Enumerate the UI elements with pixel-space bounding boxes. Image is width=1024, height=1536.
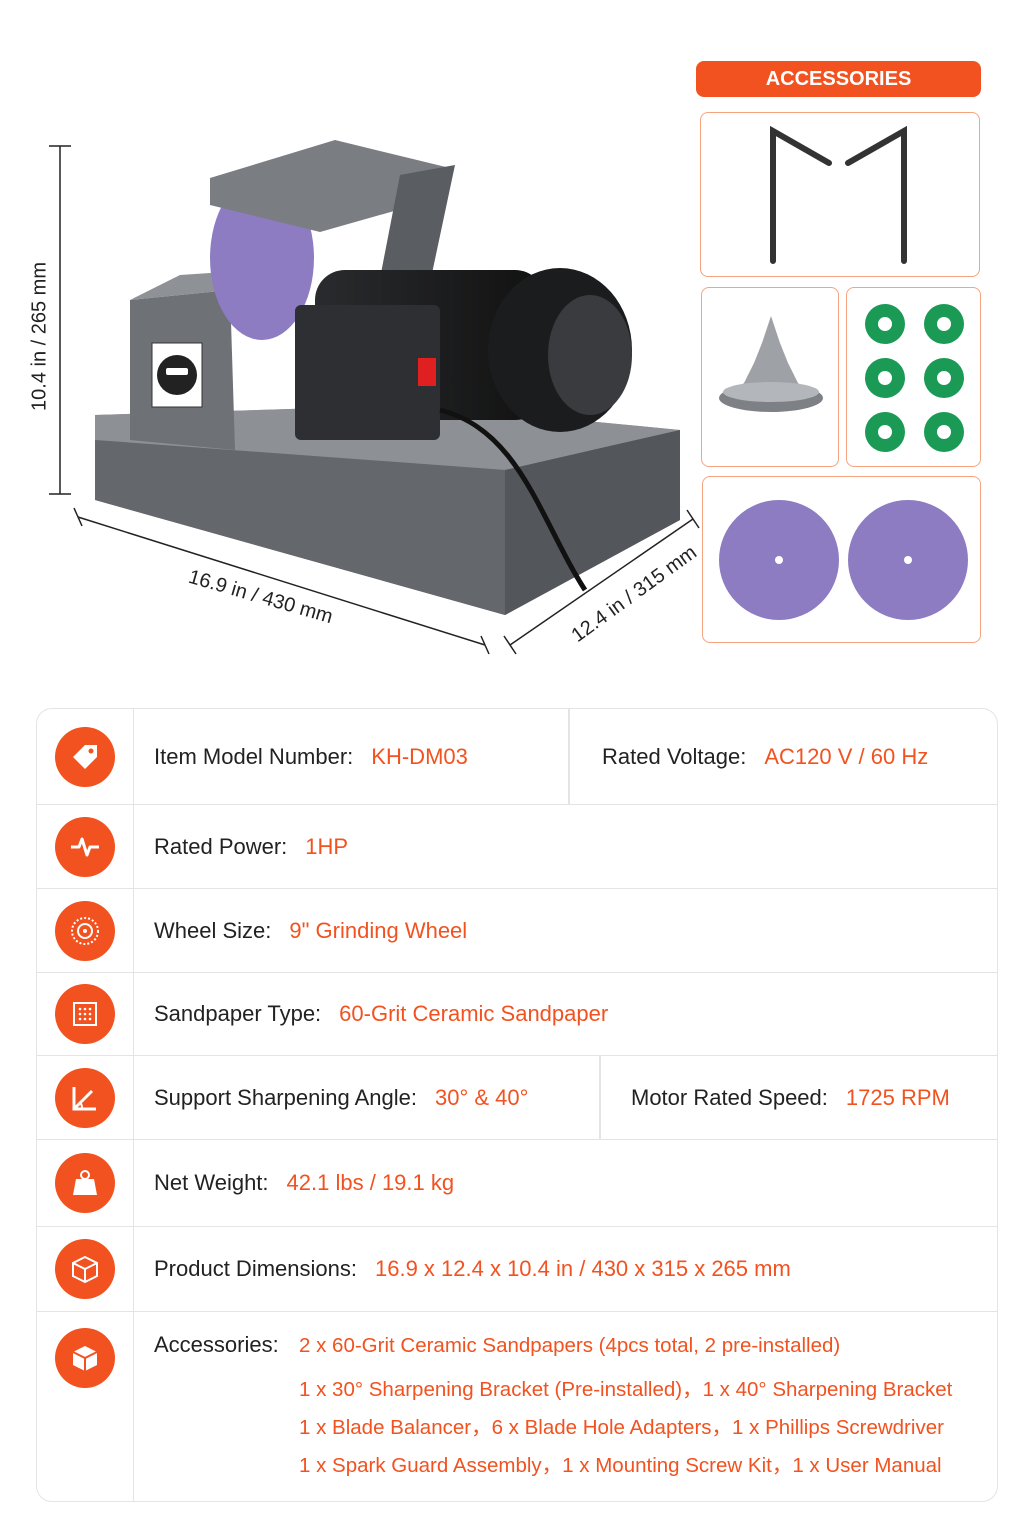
angle-icon xyxy=(55,1067,115,1128)
accessory-line: 1 x Blade Balancer，6 x Blade Hole Adapte… xyxy=(299,1416,944,1439)
sandpaper-label: Sandpaper Type: xyxy=(154,1001,322,1026)
spec-row-angle: Support Sharpening Angle: 30° & 40° Moto… xyxy=(37,1056,997,1140)
model-value: KH-DM03 xyxy=(371,743,468,769)
sandpaper-value: 60-Grit Ceramic Sandpaper xyxy=(339,1001,609,1026)
washer-icon xyxy=(865,304,964,452)
box-icon xyxy=(55,1239,115,1299)
grinder-machine-image xyxy=(95,140,680,615)
power-label: Rated Power: xyxy=(154,833,288,859)
bracket-icon xyxy=(770,125,907,264)
angle-value: 30° & 40° xyxy=(434,1084,529,1110)
product-showcase: 10.4 in / 265 mm 16.9 in / 430 mm 12.4 i… xyxy=(0,0,1024,680)
weight-label: Net Weight: xyxy=(154,1170,269,1195)
accessory-line: 1 x 30° Sharpening Bracket (Pre-installe… xyxy=(299,1378,953,1401)
model-label: Item Model Number: xyxy=(154,743,354,769)
dimension-lines xyxy=(49,145,700,655)
angle-label: Support Sharpening Angle: xyxy=(154,1084,417,1110)
package-icon xyxy=(55,1328,115,1388)
spec-row-model: Item Model Number: KH-DM03 Rated Voltage… xyxy=(37,709,997,805)
sandpaper-disc-icon xyxy=(719,500,968,620)
accessories-header: ACCESSORIES xyxy=(696,61,981,97)
weight-icon xyxy=(55,1153,115,1213)
dimensions-value: 16.9 x 12.4 x 10.4 in / 430 x 315 x 265 … xyxy=(374,1256,791,1281)
voltage-value: AC120 V / 60 Hz xyxy=(764,743,929,769)
voltage-label: Rated Voltage: xyxy=(602,743,747,769)
power-value: 1HP xyxy=(305,833,349,859)
accessories-label: Accessories: xyxy=(154,1332,279,1357)
spec-row-accessories: Accessories: 2 x 60-Grit Ceramic Sandpap… xyxy=(37,1312,997,1501)
speed-value: 1725 RPM xyxy=(845,1084,950,1110)
speed-label: Motor Rated Speed: xyxy=(631,1084,828,1110)
dimensions-label: Product Dimensions: xyxy=(154,1256,357,1281)
pulse-icon xyxy=(55,816,115,877)
spec-row-sandpaper: Sandpaper Type: 60-Grit Ceramic Sandpape… xyxy=(37,973,997,1056)
spec-row-power: Rated Power: 1HP xyxy=(37,805,997,889)
accessory-line: 2 x 60-Grit Ceramic Sandpapers (4pcs tot… xyxy=(299,1334,841,1357)
tag-icon xyxy=(55,726,115,787)
blade-balancer-image xyxy=(701,287,839,467)
sharpening-brackets-image xyxy=(700,112,980,277)
wheel-label: Wheel Size: xyxy=(154,917,272,943)
weight-value: 42.1 lbs / 19.1 kg xyxy=(286,1170,455,1195)
wheel-value: 9" Grinding Wheel xyxy=(289,917,468,943)
sandpaper-icon xyxy=(55,984,115,1044)
cone-icon xyxy=(719,316,823,412)
specifications-table: Item Model Number: KH-DM03 Rated Voltage… xyxy=(36,708,998,1502)
wheel-icon xyxy=(55,900,115,961)
accessory-line: 1 x Spark Guard Assembly，1 x Mounting Sc… xyxy=(299,1454,942,1477)
spec-row-weight: Net Weight: 42.1 lbs / 19.1 kg xyxy=(37,1140,997,1227)
spec-row-wheel: Wheel Size: 9" Grinding Wheel xyxy=(37,889,997,973)
blade-hole-adapters-image xyxy=(846,287,981,467)
sandpaper-discs-image xyxy=(702,476,981,643)
spec-row-dimensions: Product Dimensions: 16.9 x 12.4 x 10.4 i… xyxy=(37,1227,997,1312)
